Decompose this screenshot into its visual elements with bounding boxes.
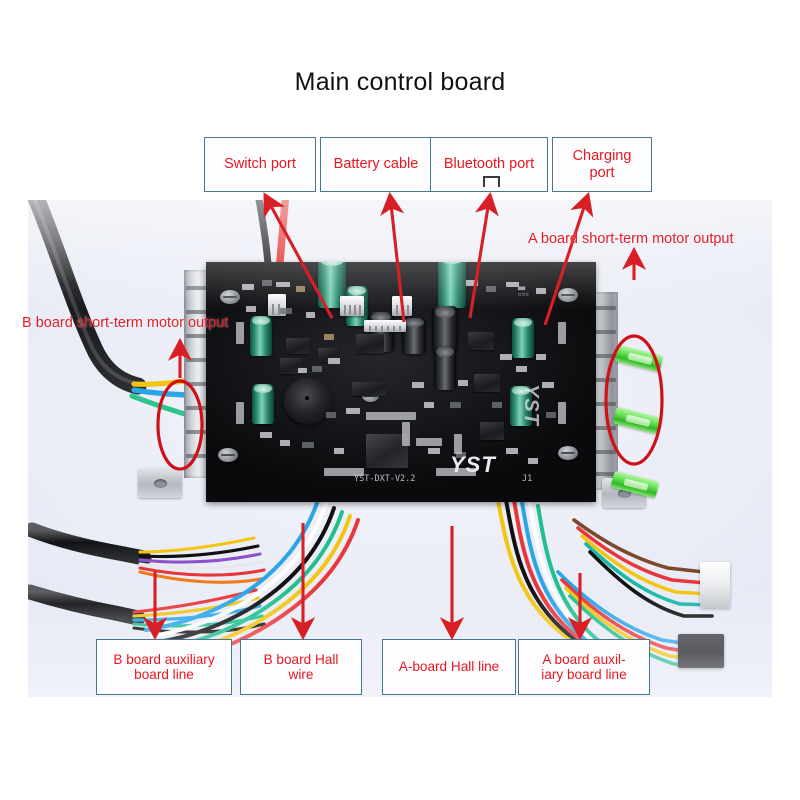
screw-bottom-right	[558, 446, 578, 460]
callout-a-board-short-term-motor-output: A board short-term motor output	[528, 231, 734, 247]
capacitor-black-2	[402, 318, 426, 354]
ic-driver-2	[468, 332, 494, 350]
pcb-logo: YST	[450, 452, 496, 477]
ic-driver-4	[286, 338, 310, 354]
connector-charging-port	[364, 320, 406, 332]
ic-driver-3	[474, 374, 500, 392]
buzzer	[284, 378, 332, 424]
connector-white-jst	[700, 562, 730, 608]
mounting-tab-left	[138, 468, 182, 498]
pcb-ul-mark: ■■▫▫▫	[518, 285, 529, 299]
callout-b-board-short-term-motor-output: B board short-term motor output	[22, 315, 229, 331]
screw-top-left	[220, 290, 240, 304]
page-title: Main control board	[294, 68, 506, 96]
screw-bottom-left	[218, 448, 238, 462]
capacitor-green-2	[438, 262, 466, 308]
capacitor-green-7	[510, 386, 532, 426]
capacitor-green-6	[512, 318, 534, 358]
pcb-main-board: YST YST YST-DXT-V2.2 J1 ■■▫▫▫	[206, 262, 596, 502]
ic-driver-1	[356, 334, 384, 354]
spade-terminal-yellow	[614, 344, 664, 373]
product-photo: YST YST YST-DXT-V2.2 J1 ■■▫▫▫	[28, 200, 772, 697]
capacitor-black-4	[434, 346, 456, 390]
ic-driver-5	[280, 358, 302, 374]
label-charging-port[interactable]: Charging port	[552, 137, 652, 192]
pcb-connector-ref: J1	[522, 474, 533, 484]
screw-top-right	[558, 288, 578, 302]
ic-regulator	[352, 382, 386, 396]
label-bluetooth-port[interactable]: Bluetooth port	[430, 137, 548, 192]
label-b-board-auxiliary-board-line[interactable]: B board auxiliary board line	[96, 639, 232, 695]
pcb-part-number: YST-DXT-V2.2	[354, 474, 416, 484]
label-a-board-hall-line[interactable]: A-board Hall line	[382, 639, 516, 695]
pcb-logo-side: YST	[520, 384, 542, 426]
label-battery-cable[interactable]: Battery cable	[320, 137, 432, 192]
label-a-board-auxiliary-board-line[interactable]: A board auxil- iary board line	[518, 639, 650, 695]
capacitor-green-4	[250, 316, 272, 356]
connector-battery	[340, 296, 364, 316]
spade-terminal-blue	[612, 406, 662, 435]
ic-driver-6	[480, 422, 504, 440]
connector-bluetooth-port	[392, 296, 412, 316]
connector-black-housing	[678, 634, 724, 668]
capacitor-green-5	[252, 384, 274, 424]
label-switch-port[interactable]: Switch port	[204, 137, 316, 192]
ic-mcu	[366, 434, 408, 468]
bluetooth-mark	[483, 176, 500, 187]
label-b-board-hall-wire[interactable]: B board Hall wire	[240, 639, 362, 695]
